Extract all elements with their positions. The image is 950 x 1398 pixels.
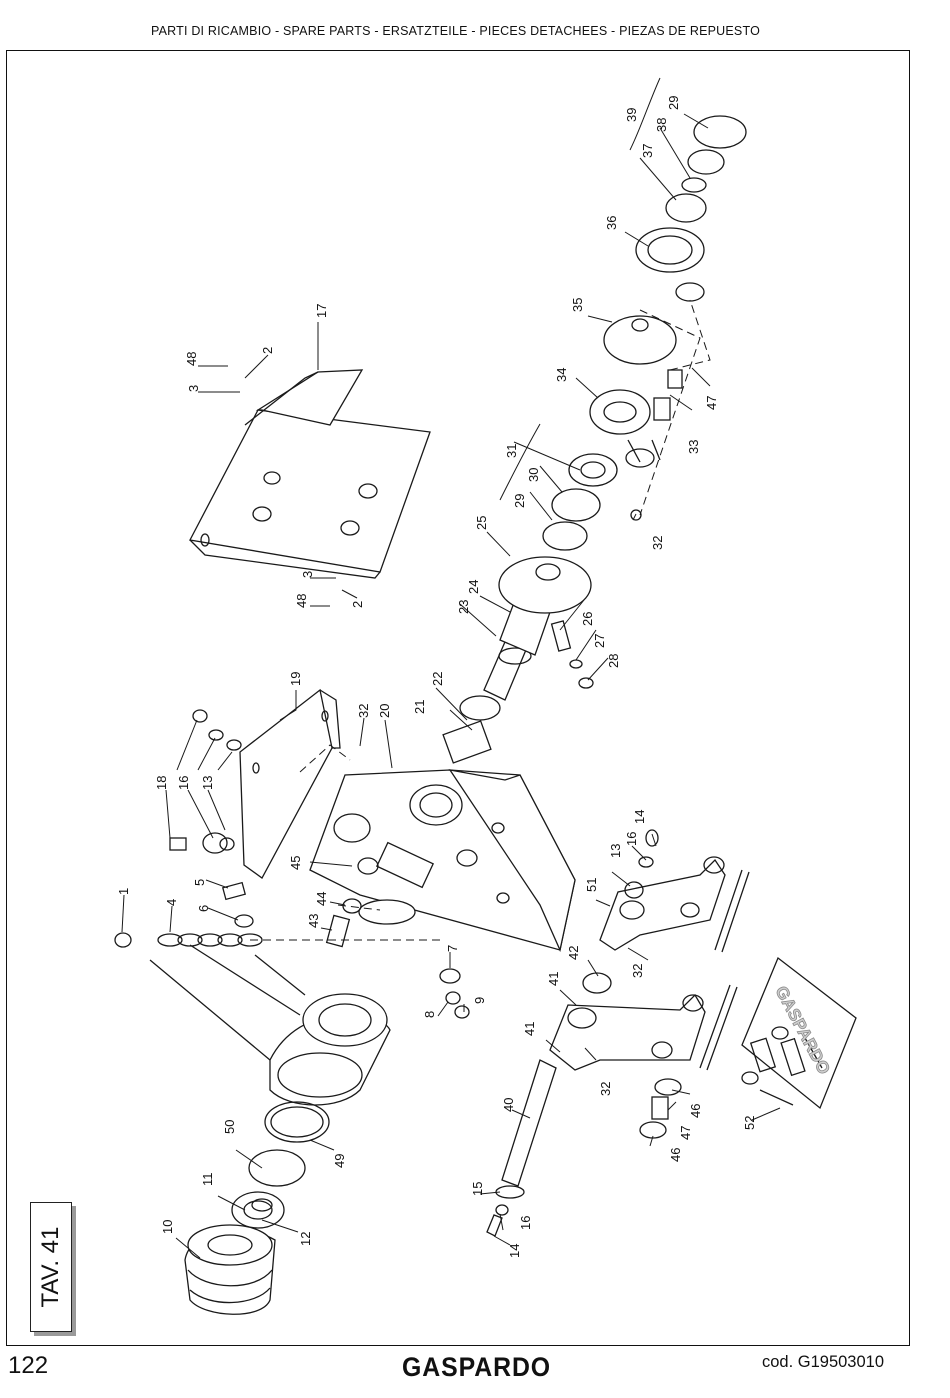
lever-41 [549,972,738,1071]
part-label-8: 8 [422,1011,437,1018]
part-label-16: 16 [624,832,639,846]
part-label-32: 32 [356,704,371,718]
part-label-39: 39 [624,108,639,122]
shaft-40 [486,1059,557,1237]
part-label-47: 47 [678,1126,693,1140]
lever-51 [599,829,750,953]
table-label: TAV. 41 [37,1226,64,1308]
part-label-30: 30 [526,468,541,482]
part-label-48: 48 [184,352,199,366]
part-label-48: 48 [294,594,309,608]
table-label-box: TAV. 41 [30,1202,72,1332]
part-label-51: 51 [584,878,599,892]
part-label-52: 52 [742,1116,757,1130]
pulley-10 [184,1224,276,1315]
part-label-46: 46 [668,1148,683,1162]
part-label-14: 14 [632,810,647,824]
circlip-50 [248,1149,306,1187]
part-label-34: 34 [554,368,569,382]
part-label-16: 16 [518,1216,533,1230]
part-label-41: 41 [546,972,561,986]
part-label-45: 45 [288,856,303,870]
part-label-6: 6 [196,905,211,912]
part-label-50: 50 [222,1120,237,1134]
document-code: cod. G19503010 [762,1353,885,1371]
part-label-32: 32 [598,1082,613,1096]
part-label-19: 19 [288,672,303,686]
part-label-31: 31 [504,444,519,458]
part-label-10: 10 [160,1220,175,1234]
part-label-36: 36 [604,216,619,230]
page-header: PARTI DI RICAMBIO - SPARE PARTS - ERSATZ… [150,24,760,38]
ring-49 [264,1101,330,1143]
kit-box-52 [741,956,857,1110]
part-label-5: 5 [192,879,207,886]
part-label-42: 42 [566,946,581,960]
part-label-9: 9 [472,997,487,1004]
part-label-49: 49 [332,1154,347,1168]
part-label-12: 12 [298,1232,313,1246]
part-label-3: 3 [186,385,201,392]
part-label-14: 14 [507,1244,522,1258]
part-label-47: 47 [704,396,719,410]
part-labels: 1223345678910111213131414151616161718192… [116,96,757,1258]
part-label-46: 46 [688,1104,703,1118]
main-housing-20 [309,769,576,953]
upper-bearing-assembly [589,115,747,521]
part-label-28: 28 [606,654,621,668]
part-label-27: 27 [592,634,607,648]
part-label-25: 25 [474,516,489,530]
part-label-21: 21 [412,700,427,714]
part-label-35: 35 [570,298,585,312]
part-label-20: 20 [377,704,392,718]
part-label-3: 3 [300,571,315,578]
part-label-41: 41 [522,1022,537,1036]
part-label-32: 32 [650,536,665,550]
bracket-19 [239,688,341,879]
shaft-assembly [442,453,618,764]
part-label-23: 23 [456,600,471,614]
part-label-2: 2 [350,601,365,608]
part-label-38: 38 [654,118,669,132]
part-label-16: 16 [176,776,191,790]
part-label-29: 29 [512,494,527,508]
part-label-33: 33 [686,440,701,454]
part-label-7: 7 [445,945,460,952]
part-label-13: 13 [200,776,215,790]
part-label-13: 13 [608,844,623,858]
part-label-18: 18 [154,776,169,790]
page-number: 122 [8,1352,49,1379]
part-label-32: 32 [630,964,645,978]
bearing-11-12 [231,1191,285,1229]
drawing-frame [6,50,910,1346]
part-label-1: 1 [116,888,131,895]
part-label-43: 43 [306,914,321,928]
part-label-15: 15 [470,1182,485,1196]
part-label-40: 40 [501,1098,516,1112]
part-label-24: 24 [466,580,481,594]
chain-4 [114,932,263,948]
part-label-4: 4 [164,899,179,906]
part-label-17: 17 [314,304,329,318]
part-label-44: 44 [314,892,329,906]
part-label-29: 29 [666,96,681,110]
part-label-26: 26 [580,612,595,626]
arm-base-casting [149,944,391,1106]
part-label-22: 22 [430,672,445,686]
brand-logo: GASPARDO [402,1352,552,1382]
guard-plate-17 [189,369,431,579]
part-label-11: 11 [200,1173,215,1187]
part-label-37: 37 [640,144,655,158]
part-label-2: 2 [260,347,275,354]
